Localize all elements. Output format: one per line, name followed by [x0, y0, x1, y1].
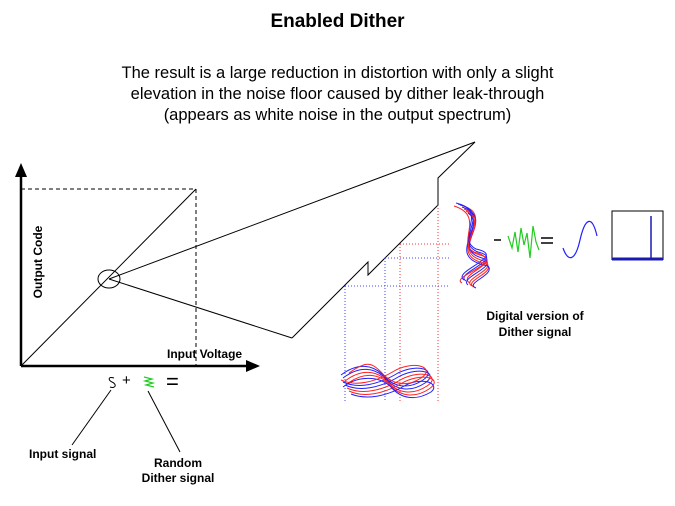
- subtitle-line-3: (appears as white noise in the output sp…: [163, 106, 512, 124]
- y-axis-label: Output Code: [31, 225, 45, 299]
- slide-title: Enabled Dither: [270, 11, 405, 32]
- zoomed-staircase: [291, 141, 476, 339]
- input-dithered-waveform: [340, 363, 435, 399]
- digital-dither-label-line-2: Dither signal: [498, 325, 572, 339]
- equals-sign: =: [166, 369, 179, 394]
- digital-dither-waveform: [507, 225, 540, 259]
- equals-sign-right: [541, 237, 553, 244]
- subtitle-line-2: elevation in the noise floor caused by d…: [130, 85, 545, 103]
- projection-guides-red: [399, 205, 450, 402]
- input-signal-leader: [71, 389, 112, 446]
- random-dither-symbol: [142, 376, 156, 388]
- digital-dither-label-line-1: Digital version of: [486, 309, 584, 323]
- subtitle-line-1: The result is a large reduction in disto…: [121, 64, 554, 82]
- random-dither-leader: [147, 390, 181, 453]
- random-dither-label: Random Dither signal: [128, 456, 228, 486]
- x-axis-label: Input Voltage: [167, 347, 243, 361]
- zoom-line-upper: [108, 141, 476, 280]
- random-dither-label-line-1: Random: [154, 456, 202, 470]
- clean-sine-output: [562, 220, 598, 259]
- projection-guides-blue: [344, 257, 450, 402]
- axis-dashed-guides: [21, 188, 197, 366]
- input-sine-symbol: [108, 377, 116, 388]
- digital-dither-label: Digital version of Dither signal: [475, 308, 595, 340]
- output-dithered-waveform: [453, 202, 490, 289]
- slide-subtitle: The result is a large reduction in disto…: [40, 63, 635, 126]
- transfer-diagonal: [20, 188, 197, 367]
- random-dither-label-line-2: Dither signal: [141, 471, 215, 485]
- plus-sign: +: [122, 372, 131, 389]
- transfer-axes: [15, 163, 260, 372]
- zoom-line-lower: [108, 278, 293, 339]
- zoom-circle: [97, 269, 121, 289]
- input-signal-label: Input signal: [29, 447, 97, 461]
- output-spectrum: [611, 210, 664, 261]
